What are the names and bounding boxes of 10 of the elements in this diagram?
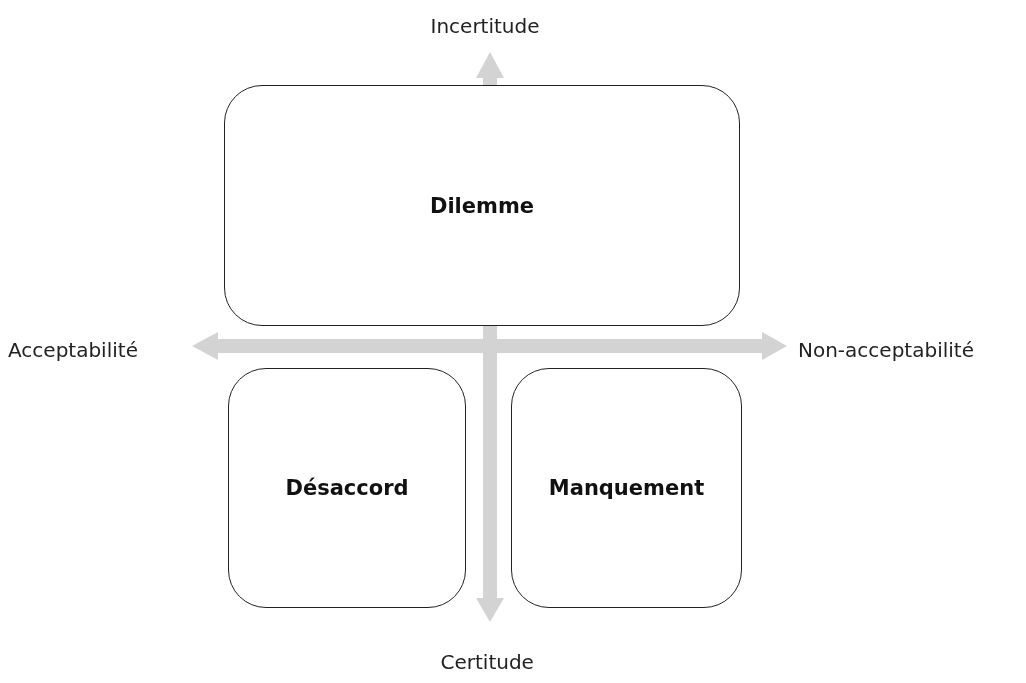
rounded-box	[224, 85, 740, 326]
axis-label: Acceptabilité	[8, 338, 138, 362]
axis-label: Certitude	[440, 650, 534, 674]
box-label: Dilemme	[429, 193, 535, 218]
axis-label: Incertitude	[430, 14, 540, 38]
rounded-box	[228, 368, 466, 608]
box-label: Désaccord	[285, 476, 409, 500]
box-label: Manquement	[548, 476, 705, 500]
rounded-box	[511, 368, 742, 608]
axis-label: Non-acceptabilité	[798, 338, 974, 362]
